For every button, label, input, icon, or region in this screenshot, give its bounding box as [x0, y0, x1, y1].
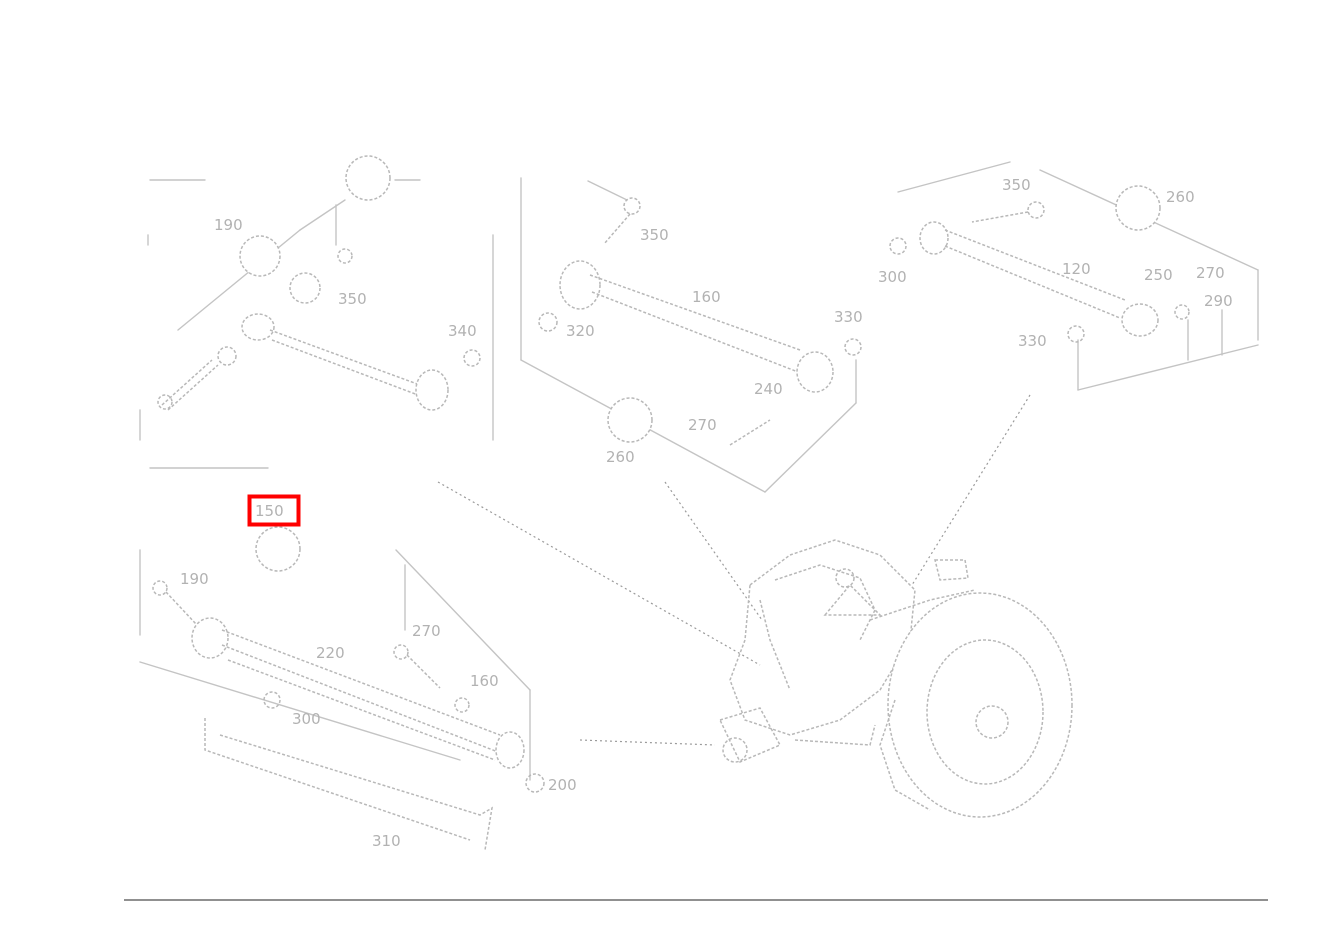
part-nut[interactable]	[463, 349, 481, 367]
part-small-washer-right[interactable]	[1174, 304, 1190, 320]
callout-330[interactable]: 330	[1018, 332, 1047, 350]
part-bolt-270[interactable]	[406, 654, 441, 689]
rear-suspension-assembly[interactable]	[718, 539, 1073, 818]
leader-lines	[437, 394, 1031, 746]
part-washer[interactable]	[217, 346, 237, 366]
part-link-bushing[interactable]	[415, 369, 449, 411]
part-nut-bottom-right[interactable]	[1067, 325, 1085, 343]
part-trailing-arm-front-bushing[interactable]	[559, 260, 601, 310]
part-nut-far-left[interactable]	[889, 237, 907, 255]
brake-drum[interactable]	[887, 592, 1073, 818]
callout-270[interactable]: 270	[412, 622, 441, 640]
callout-270[interactable]: 270	[688, 416, 717, 434]
part-bushing-disc[interactable]	[239, 235, 281, 277]
part-bolt-top[interactable]	[623, 197, 641, 215]
brake-drum-face[interactable]	[926, 639, 1044, 785]
part-bushing-cap-right[interactable]	[1115, 185, 1161, 231]
callout-240[interactable]: 240	[754, 380, 783, 398]
part-bolt-head-right[interactable]	[1027, 201, 1045, 219]
callout-160[interactable]: 160	[470, 672, 499, 690]
part-lateral-link[interactable]	[944, 229, 1126, 319]
part-small-nut[interactable]	[337, 248, 353, 264]
wheel-hub[interactable]	[975, 705, 1009, 739]
callout-300[interactable]: 300	[292, 710, 321, 728]
part-leaf-front-bushing[interactable]	[191, 617, 229, 659]
part-bolt-lower[interactable]	[729, 419, 771, 446]
part-leaf-spring[interactable]	[221, 629, 501, 761]
part-nut-270[interactable]	[393, 644, 409, 660]
part-control-link[interactable]	[269, 329, 421, 396]
callout-220[interactable]: 220	[316, 644, 345, 662]
part-trailing-arm-rear-bushing[interactable]	[796, 351, 834, 393]
panel-upper-center: 350 160 320 330 240 270 260	[520, 177, 863, 493]
part-bolt[interactable]	[161, 359, 219, 411]
part-bushing-cap[interactable]	[345, 155, 391, 201]
callout-340[interactable]: 340	[448, 322, 477, 340]
part-nut-lower-right[interactable]	[454, 697, 470, 713]
callout-150[interactable]: 150	[255, 502, 284, 520]
part-leaf-rear-bushing[interactable]	[495, 731, 525, 769]
callout-350[interactable]: 350	[1002, 176, 1031, 194]
panel-upper-left: 190 350 340	[139, 155, 494, 469]
callout-200[interactable]: 200	[548, 776, 577, 794]
callout-250[interactable]: 250	[1144, 266, 1173, 284]
callout-120[interactable]: 120	[1062, 260, 1091, 278]
callout-260[interactable]: 260	[1166, 188, 1195, 206]
panel-lower-left: 150 190 270 220 160 300 200 310	[139, 494, 577, 851]
callout-270[interactable]: 270	[1196, 264, 1225, 282]
callout-300[interactable]: 300	[878, 268, 907, 286]
callout-190[interactable]: 190	[180, 570, 209, 588]
part-cap-bottom[interactable]	[607, 397, 653, 443]
callout-260[interactable]: 260	[606, 448, 635, 466]
part-bolt-shaft[interactable]	[603, 213, 631, 245]
callout-310[interactable]: 310	[372, 832, 401, 850]
part-bushing-outer[interactable]	[241, 313, 275, 341]
callout-350[interactable]: 350	[338, 290, 367, 308]
highlight-box-150	[247, 494, 301, 527]
part-trailing-arm[interactable]	[589, 274, 801, 373]
part-nut-bottom[interactable]	[525, 773, 545, 793]
panel-upper-right: 350 260 300 120 250 270 290 330	[878, 161, 1259, 391]
callout-290[interactable]: 290	[1204, 292, 1233, 310]
callout-350[interactable]: 350	[640, 226, 669, 244]
callout-160[interactable]: 160	[692, 288, 721, 306]
callout-190[interactable]: 190	[214, 216, 243, 234]
part-bolt-head[interactable]	[157, 394, 173, 410]
part-nut-right[interactable]	[844, 338, 862, 356]
part-nut-left[interactable]	[538, 312, 558, 332]
part-bushing-disc-lower[interactable]	[255, 526, 301, 572]
part-stabilizer-bar[interactable]	[204, 718, 494, 851]
part-bolt-lower-shaft[interactable]	[165, 591, 197, 625]
part-bushing-ring[interactable]	[289, 272, 321, 304]
part-bolt-right[interactable]	[971, 211, 1029, 223]
part-bolt-head-lower[interactable]	[152, 580, 168, 596]
callout-320[interactable]: 320	[566, 322, 595, 340]
part-lateral-link-rear-bushing[interactable]	[1121, 303, 1159, 337]
callout-330[interactable]: 330	[834, 308, 863, 326]
part-nut-lower-left[interactable]	[263, 691, 281, 709]
part-lateral-link-front-bushing[interactable]	[919, 221, 949, 255]
